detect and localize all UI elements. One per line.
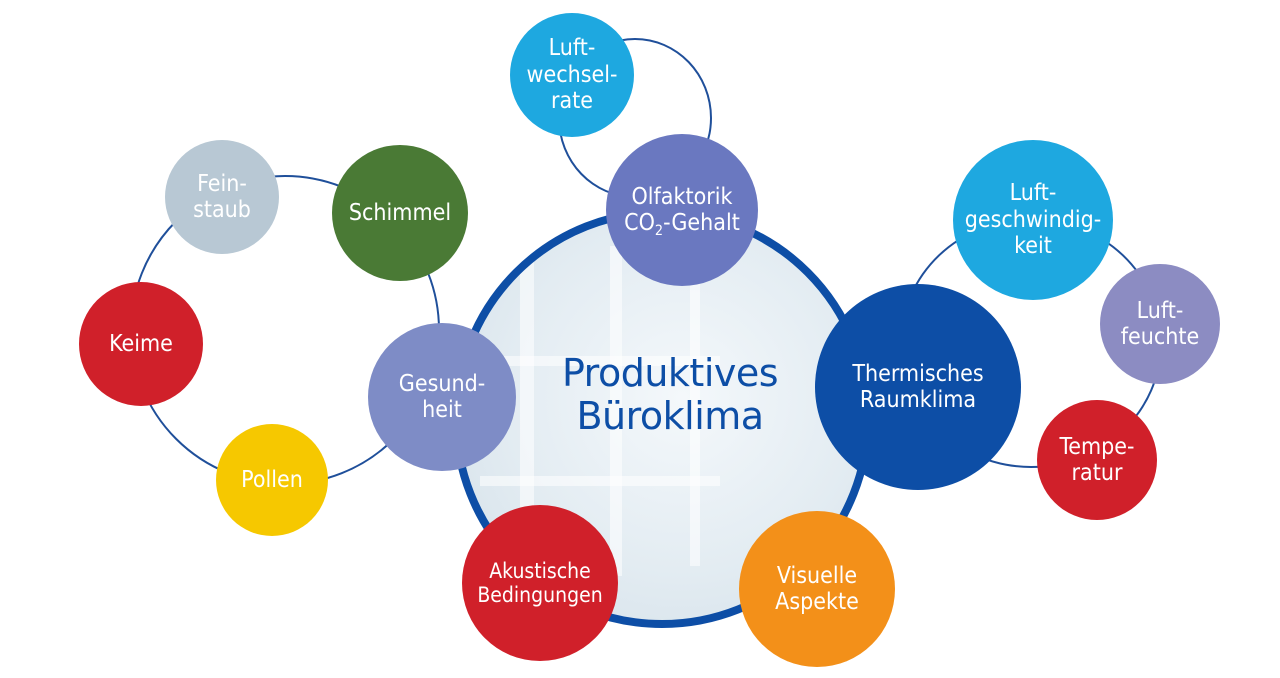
node-label: Luft- wechsel- rate (526, 35, 618, 115)
node-label: Akustische Bedingungen (477, 558, 603, 607)
node-label: Tempe- ratur (1059, 433, 1135, 486)
node-feinstaub: Fein- staub (165, 140, 279, 254)
node-luftwechselrate: Luft- wechsel- rate (510, 13, 634, 137)
node-pollen: Pollen (216, 424, 328, 536)
node-luftfeuchte: Luft- feuchte (1100, 264, 1220, 384)
node-gesundheit: Gesund- heit (368, 323, 516, 471)
node-akustische-bedingungen: Akustische Bedingungen (462, 505, 618, 661)
node-label: Fein- staub (193, 170, 251, 223)
node-label: Pollen (241, 466, 303, 493)
node-label: Keime (109, 330, 173, 357)
window-pane-decor (690, 246, 700, 566)
window-pane-decor (610, 246, 622, 576)
node-visuelle-aspekte: Visuelle Aspekte (739, 511, 895, 667)
node-thermisches-raumklima: Thermisches Raumklima (815, 284, 1021, 490)
center-title: Produktives Büroklima (561, 351, 779, 438)
node-label: Gesund- heit (398, 370, 486, 423)
node-label: Thermisches Raumklima (852, 360, 984, 413)
node-keime: Keime (79, 282, 203, 406)
node-label: Olfaktorik CO2-Gehalt (624, 183, 740, 239)
node-luftgeschwindigkeit: Luft- geschwindig- keit (953, 140, 1113, 300)
node-label: Luft- geschwindig- keit (964, 180, 1102, 260)
node-label: Luft- feuchte (1120, 297, 1200, 350)
window-pane-decor (520, 256, 534, 576)
node-label: Visuelle Aspekte (775, 562, 859, 615)
node-schimmel: Schimmel (332, 145, 468, 281)
window-pane-decor (480, 476, 720, 486)
node-label: Schimmel (348, 199, 452, 226)
node-temperatur: Tempe- ratur (1037, 400, 1157, 520)
window-pane-decor (480, 356, 720, 366)
node-olfaktorik: Olfaktorik CO2-Gehalt (606, 134, 758, 286)
